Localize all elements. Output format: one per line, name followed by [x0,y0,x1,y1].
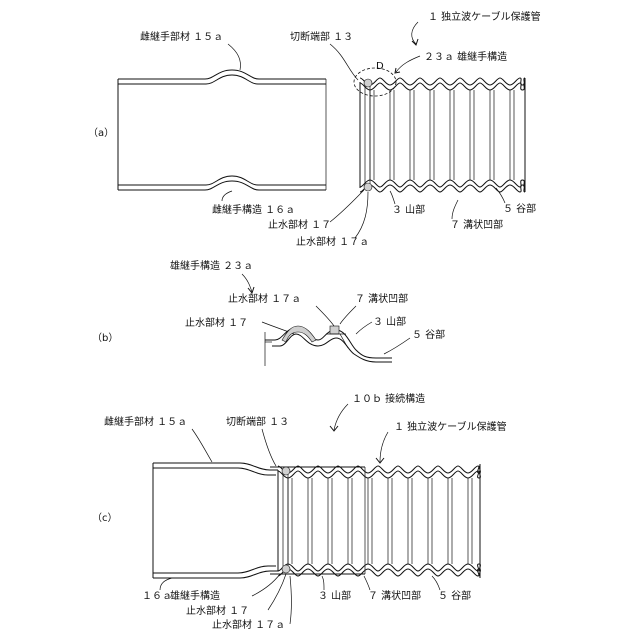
figure-b: （b） 雄継手構造 ２３ａ 止水部材 １７ａ ７ 溝状凹部 止水部材 １７ ３ … [92,259,445,366]
label-b-seal-17: 止水部材 １７ [185,316,248,329]
label-b-crest-3: ３ 山部 [373,315,406,328]
label-male-joint-16a: 雌継手構造 １６ａ [212,203,295,216]
detail-cross-section-b [265,326,392,366]
figure-c-label: （c） [92,512,118,524]
label-c-joint-16a: １６ａ [142,591,172,602]
label-b-male-joint-23a: 雄継手構造 ２３ａ [170,259,253,272]
seal-member-bottom-a [364,183,372,191]
label-b-groove-7: ７ 溝状凹部 [355,292,408,305]
female-joint-pipe-c [153,463,365,578]
label-b-valley-5: ５ 谷部 [412,328,445,341]
figure-c: （c） １０ｂ 接続構造 雌継手部材 １５ａ 切断端部 １３ １ 独立波 [92,392,507,631]
label-c-cut-end-13: 切断端部 １３ [226,415,289,428]
seal-member-bottom-c [282,565,290,573]
figure-a: （a） 雌継手部材 １５ａ 切断端部 １３ １ 独立波ケーブル保護管 [88,10,541,248]
label-crest-3: ３ 山部 [392,203,425,216]
label-female-joint-15a: 雌継手部材 １５ａ [140,30,223,43]
seal-member-top-a [364,79,372,87]
label-c-male-joint: 雄継手構造 [170,589,220,602]
figure-a-label: （a） [88,127,114,139]
label-c-groove-7: ７ 溝状凹部 [368,589,421,602]
label-c-seal-17a: 止水部材 １７ａ [212,618,285,631]
label-c-crest-3: ３ 山部 [318,589,351,602]
label-pipe-1: １ 独立波ケーブル保護管 [428,10,541,23]
corrugated-pipe-c [278,464,480,578]
label-c-pipe-1: １ 独立波ケーブル保護管 [394,420,507,433]
female-joint-pipe-a [118,70,326,190]
corrugated-pipe-a [354,68,525,192]
label-detail-d: D [376,61,384,72]
label-c-female-joint-15a: 雌継手部材 １５ａ [104,415,187,428]
label-c-connection-10b: １０ｂ 接続構造 [352,392,425,405]
label-groove-7: ７ 溝状凹部 [450,218,503,231]
label-cut-end-13: 切断端部 １３ [290,30,353,43]
label-male-joint-23a: ２３ａ 雄継手構造 [424,50,507,63]
label-valley-5: ５ 谷部 [503,202,536,215]
seal-17a-block [330,326,339,334]
figure-b-label: （b） [92,332,118,344]
label-seal-17: 止水部材 １７ [268,218,331,231]
label-c-seal-17: 止水部材 １７ [186,604,249,617]
label-seal-17a: 止水部材 １７ａ [296,235,369,248]
label-b-seal-17a: 止水部材 １７ａ [228,292,301,305]
seal-member-top-c [282,467,290,475]
label-c-valley-5: ５ 谷部 [438,589,471,602]
